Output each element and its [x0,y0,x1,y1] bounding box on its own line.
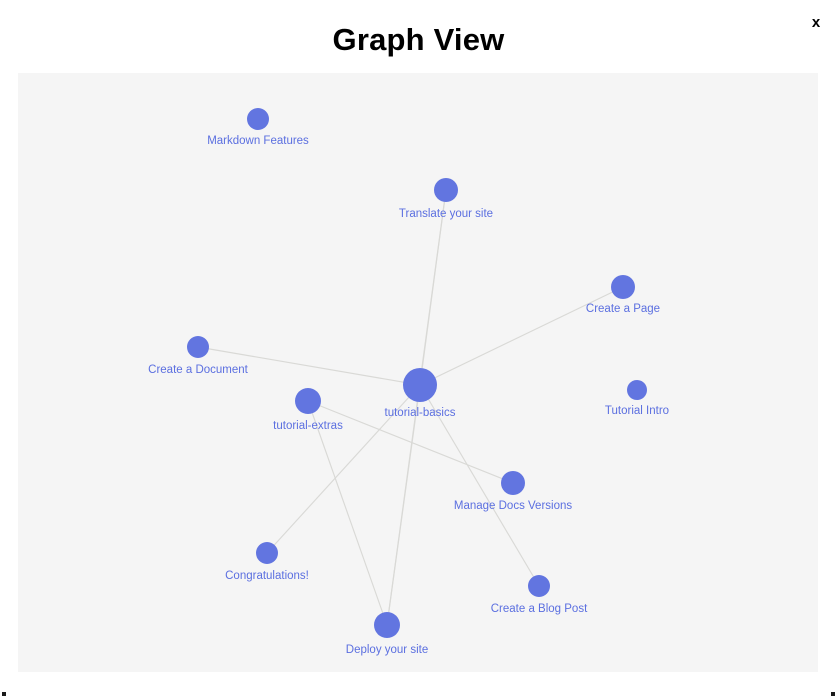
graph-node-circle[interactable] [611,275,635,299]
graph-edge [307,400,514,484]
graph-edge [307,400,388,626]
graph-edge [419,286,624,386]
graph-node-circle[interactable] [501,471,525,495]
graph-node-label: Deploy your site [346,644,428,656]
graph-node-label: tutorial-extras [273,420,343,432]
graph-node-label: Translate your site [399,208,493,220]
graph-node-circle[interactable] [295,388,321,414]
resize-handle-bottom-left[interactable] [2,692,6,696]
graph-node-circle[interactable] [187,336,209,358]
graph-node-deploy-your-site[interactable]: Deploy your site [346,612,428,656]
graph-node-label: Markdown Features [207,135,309,147]
graph-node-label: Tutorial Intro [605,405,669,417]
graph-edge [419,384,540,587]
graph-edge [266,384,421,554]
resize-handle-bottom-right[interactable] [831,692,835,696]
graph-node-tutorial-intro[interactable]: Tutorial Intro [605,380,669,417]
graph-node-label: Create a Page [586,303,660,315]
graph-node-circle[interactable] [627,380,647,400]
graph-node-circle[interactable] [256,542,278,564]
graph-node-create-a-blog-post[interactable]: Create a Blog Post [491,575,588,615]
graph-node-label: Congratulations! [225,570,309,582]
page-title: Graph View [332,22,505,57]
graph-node-label: tutorial-basics [385,407,456,419]
graph-node-circle[interactable] [403,368,437,402]
graph-node-tutorial-basics[interactable]: tutorial-basics [385,368,456,419]
graph-edge [197,346,421,386]
graph-node-label: Create a Document [148,364,249,376]
graph-node-circle[interactable] [528,575,550,597]
graph-node-label: Manage Docs Versions [454,500,573,512]
close-icon[interactable]: x [807,12,825,34]
graph-node-create-a-page[interactable]: Create a Page [586,275,660,315]
graph-node-circle[interactable] [374,612,400,638]
graph-node-markdown-features[interactable]: Markdown Features [207,108,309,147]
graph-node-create-a-document[interactable]: Create a Document [148,336,249,376]
graph-node-label: Create a Blog Post [491,603,588,615]
graph-node-translate-your-site[interactable]: Translate your site [399,178,493,220]
graph-node-congratulations[interactable]: Congratulations! [225,542,309,582]
graph-edges-layer [197,189,624,626]
graph-node-manage-docs-versions[interactable]: Manage Docs Versions [454,471,573,512]
graph-node-tutorial-extras[interactable]: tutorial-extras [273,388,343,432]
graph-node-circle[interactable] [247,108,269,130]
graph-node-circle[interactable] [434,178,458,202]
graph-edge [386,384,421,626]
